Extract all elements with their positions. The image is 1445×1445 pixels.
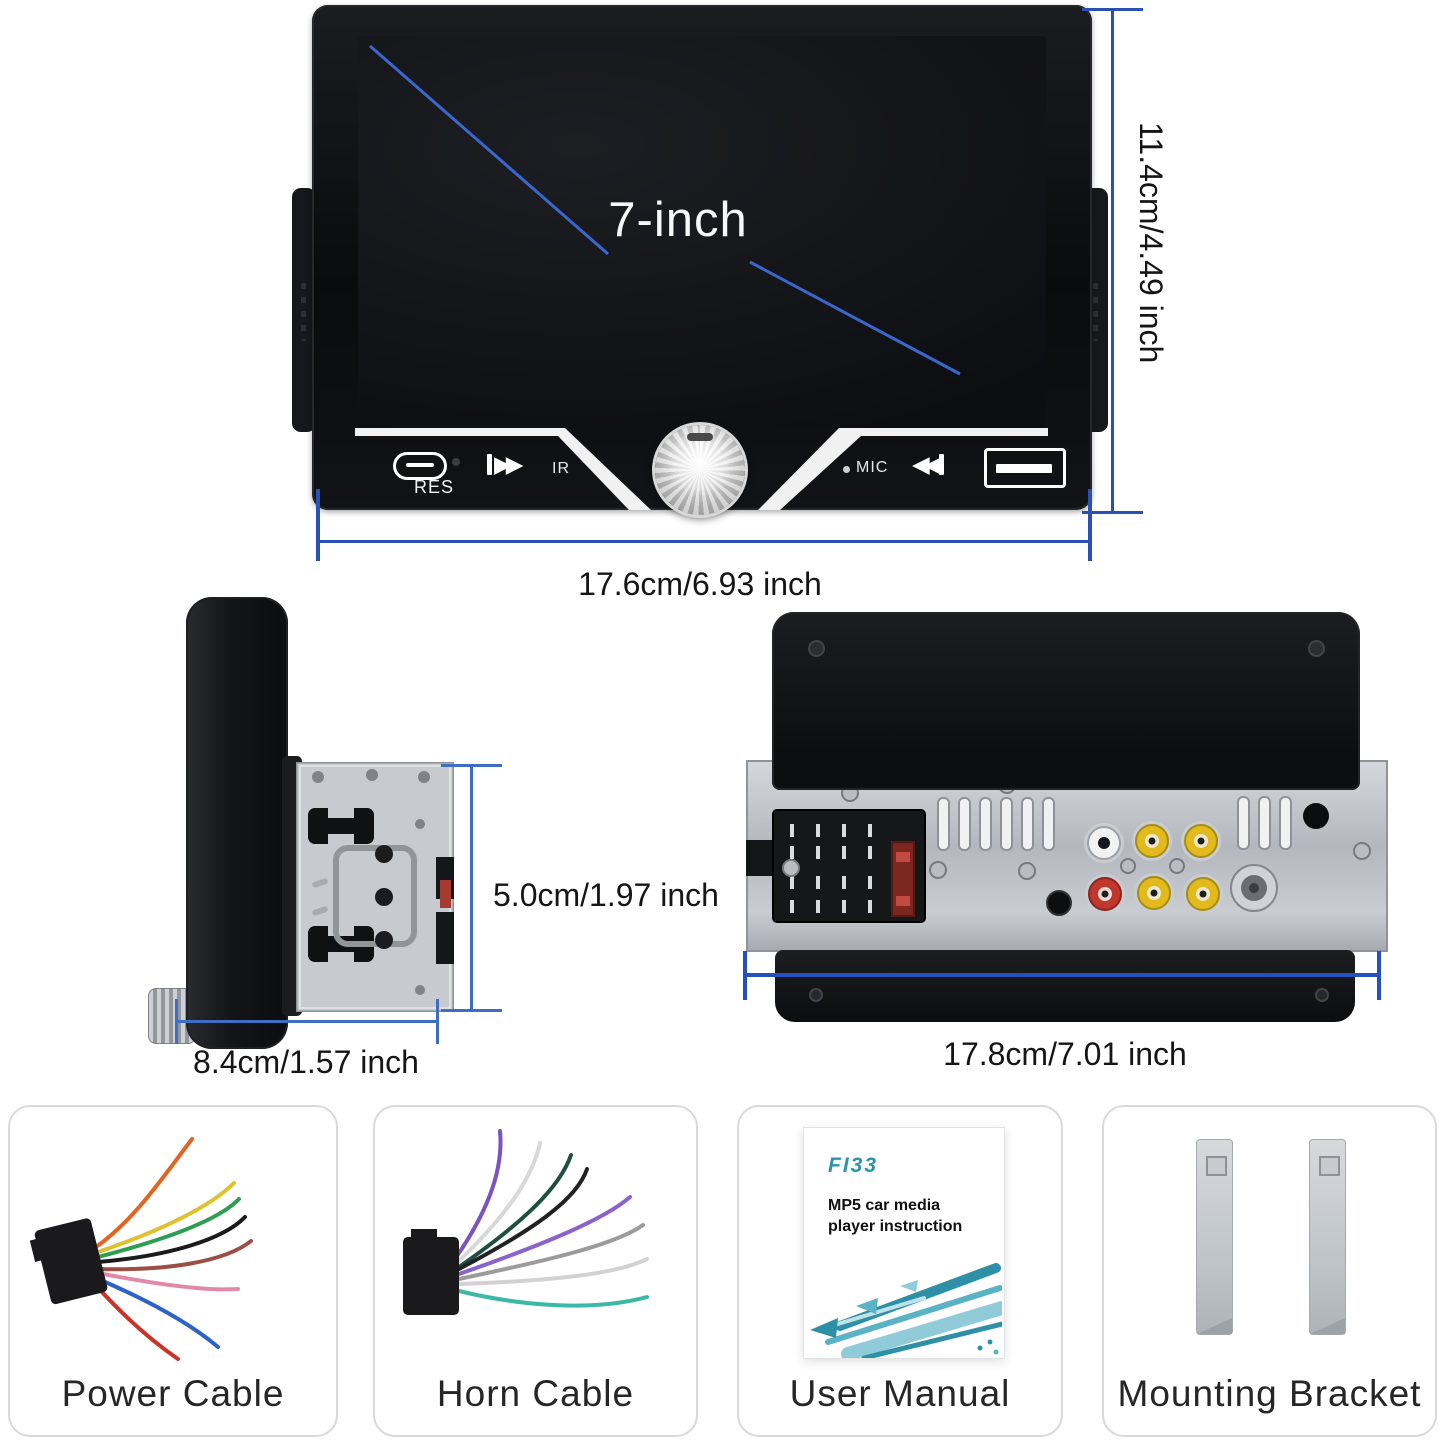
- side-height-tick-top: [441, 764, 502, 767]
- vent-slots-right: [1237, 796, 1292, 850]
- manual-brand-logo: FI33: [828, 1154, 879, 1177]
- side-depth-tick-left: [175, 999, 178, 1044]
- rear-bottom-bezel: [775, 950, 1355, 1022]
- side-height-dimension-label: 5.0cm/1.97 inch: [493, 877, 719, 913]
- aux-jack: [1046, 890, 1072, 916]
- side-height-tick-bottom: [441, 1009, 502, 1012]
- iso-connector-pins: [790, 824, 872, 913]
- usb-a-port-icon: [984, 448, 1066, 488]
- rear-width-tick-right: [1377, 951, 1381, 1000]
- rear-hole: [1303, 803, 1329, 829]
- rear-width-dimension-line: [745, 973, 1381, 977]
- front-screen: 7-inch: [358, 36, 1046, 428]
- ir-label: IR: [552, 460, 570, 477]
- antenna-connector: [1230, 864, 1278, 912]
- front-height-tick-top: [1082, 8, 1143, 11]
- reset-hole-icon: [452, 458, 460, 466]
- front-height-dimension-line: [1111, 8, 1114, 514]
- rear-screw: [1315, 988, 1329, 1002]
- side-height-dimension-line: [470, 764, 473, 1012]
- side-depth-dimension-line: [176, 1020, 438, 1023]
- card-label: Power Cable: [61, 1373, 285, 1414]
- horn-cable-image: [403, 1129, 649, 1315]
- front-height-dimension-label: 11.4cm/4.49 inch: [1133, 122, 1169, 364]
- manual-title: MP5 car media player instruction: [828, 1197, 963, 1235]
- side-depth-tick-right: [436, 999, 439, 1044]
- front-height-tick-bottom: [1082, 511, 1143, 514]
- rear-connector-panel: [746, 776, 1371, 923]
- accessory-card-user-manual: FI33 MP5 car media player instruction Us…: [737, 1105, 1063, 1437]
- front-width-tick-right: [1088, 489, 1092, 561]
- front-width-dimension-line: [318, 540, 1090, 543]
- rca-jacks: [1084, 821, 1223, 914]
- side-depth-dimension-label: 8.4cm/1.57 inch: [193, 1044, 419, 1080]
- volume-knob: [655, 425, 745, 515]
- card-label: Mounting Bracket: [1117, 1373, 1422, 1414]
- screen-size-label: 7-inch: [608, 193, 748, 247]
- mounting-cage: [296, 762, 454, 1012]
- card-label: Horn Cable: [436, 1373, 635, 1414]
- rear-screen-back: [772, 612, 1360, 790]
- rear-width-dimension-label: 17.8cm/7.01 inch: [943, 1036, 1187, 1072]
- fast-forward-icon: ▶▶: [487, 451, 523, 478]
- front-width-dimension-label: 17.6cm/6.93 inch: [578, 566, 822, 602]
- rear-screw: [809, 988, 823, 1002]
- accessory-card-mounting-bracket: Mounting Bracket: [1102, 1105, 1437, 1437]
- rear-screw: [1308, 640, 1325, 657]
- diagonal-arrow: [369, 44, 961, 376]
- user-manual-image: FI33 MP5 car media player instruction: [803, 1127, 1005, 1359]
- card-label: User Manual: [789, 1373, 1011, 1414]
- rewind-icon: ◀◀: [912, 451, 945, 478]
- rear-screw: [808, 640, 825, 657]
- res-label: RES: [414, 477, 455, 497]
- mic-hole-icon: [843, 466, 850, 473]
- mic-label: MIC: [856, 459, 889, 476]
- front-width-tick-left: [316, 489, 320, 561]
- accessory-card-power-cable: Power Cable: [8, 1105, 338, 1437]
- vent-slots-left: [937, 797, 1055, 851]
- front-trim-stripes: [355, 428, 1048, 510]
- accessory-card-horn-cable: Horn Cable: [373, 1105, 698, 1437]
- mounting-bracket-image: [1196, 1139, 1233, 1335]
- power-cable-image: [29, 1137, 253, 1361]
- side-screen-panel: [186, 597, 288, 1049]
- manual-cover-graphic: [810, 1263, 1002, 1358]
- rear-width-tick-left: [743, 951, 747, 1000]
- mounting-bracket-image: [1309, 1139, 1346, 1335]
- usb-c-port-icon: [393, 452, 447, 480]
- knob-notch: [687, 433, 713, 441]
